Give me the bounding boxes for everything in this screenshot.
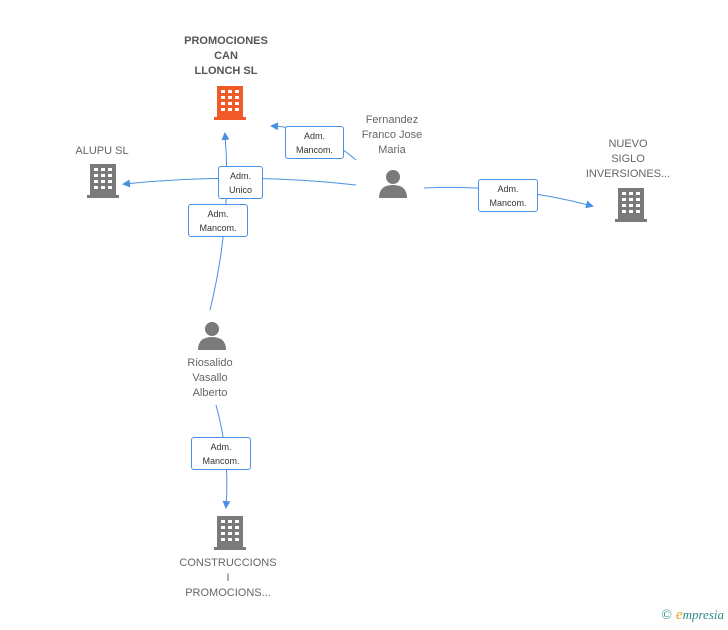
building-icon[interactable] (214, 516, 246, 550)
node-label-alupu[interactable]: ALUPU SL (60, 144, 144, 159)
brand-footer[interactable]: ©empresia (661, 607, 724, 624)
node-label-line: SIGLO (611, 153, 645, 165)
relation-badge-fernandez-alupu[interactable]: Adm. Unico (218, 166, 263, 199)
relation-badge-fernandez-promociones[interactable]: Adm. Mancom. (285, 126, 344, 159)
node-label-line: INVERSIONES... (585, 168, 671, 180)
building-icon[interactable] (615, 188, 647, 222)
node-label-line: I (226, 572, 230, 584)
relation-badge-riosalido-construccions[interactable]: Adm. Mancom. (191, 437, 251, 470)
node-label-construccions[interactable]: CONSTRUCCIONS I PROMOCIONS... (174, 556, 282, 601)
relation-role-detail: Mancom. (199, 223, 237, 233)
node-label-line: LLONCH SL (194, 65, 258, 77)
relation-role-detail: Mancom. (202, 456, 240, 466)
person-icon[interactable] (197, 321, 227, 350)
relation-role: Adm. (207, 209, 229, 219)
relation-role: Adm. (229, 171, 251, 181)
copyright-icon: © (661, 608, 672, 623)
node-label-line: PROMOCIONS... (185, 587, 271, 599)
brand-initial: e (675, 607, 683, 623)
node-label-line: PROMOCIONES (184, 35, 268, 47)
node-label-line: ALUPU SL (75, 145, 129, 157)
node-label-line: Franco Jose (361, 129, 423, 141)
brand-name: mpresia (682, 607, 724, 622)
node-label-line: CAN (214, 50, 238, 62)
relation-role: Adm. (497, 184, 519, 194)
relation-role-detail: Mancom. (489, 198, 527, 208)
node-label-line: Alberto (192, 387, 228, 399)
node-label-fernandez[interactable]: Fernandez Franco Jose Maria (346, 113, 438, 158)
node-label-riosalido[interactable]: Riosalido Vasallo Alberto (168, 356, 252, 401)
node-label-line: Maria (378, 144, 406, 156)
relation-role-detail: Unico (228, 185, 252, 195)
node-label-line: Riosalido (187, 357, 233, 369)
relation-role-detail: Mancom. (295, 145, 333, 155)
node-label-line: Vasallo (192, 372, 228, 384)
node-label-line: Fernandez (365, 114, 419, 126)
relation-role: Adm. (303, 131, 325, 141)
person-icon[interactable] (378, 169, 408, 198)
building-icon[interactable] (87, 164, 119, 198)
node-label-line: CONSTRUCCIONS (179, 557, 277, 569)
relation-badge-fernandez-nuevo[interactable]: Adm. Mancom. (478, 179, 538, 212)
building-icon[interactable] (214, 86, 246, 120)
node-label-line: NUEVO (608, 138, 648, 150)
node-label-promociones[interactable]: PROMOCIONES CAN LLONCH SL (166, 34, 286, 79)
node-label-nuevo[interactable]: NUEVO SIGLO INVERSIONES... (582, 137, 674, 182)
relation-badge-riosalido-promociones[interactable]: Adm. Mancom. (188, 204, 248, 237)
relation-role: Adm. (210, 442, 232, 452)
